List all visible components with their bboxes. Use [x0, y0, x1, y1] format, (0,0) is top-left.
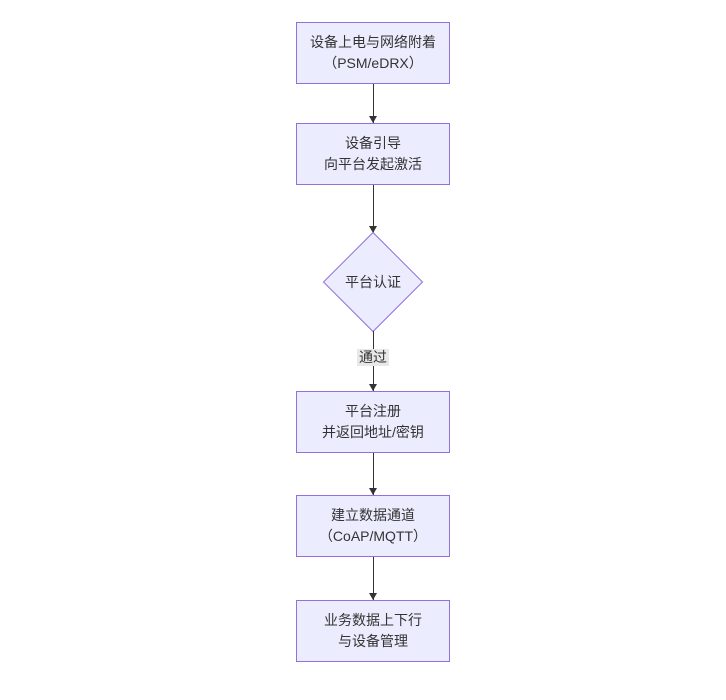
flow-arrow-down: [372, 84, 374, 123]
node-label-line: 向平台发起激活: [324, 156, 422, 172]
flow-arrow-down: [372, 557, 374, 600]
node-label-line: 设备引导: [345, 135, 401, 151]
node-label-line: （CoAP/MQTT）: [318, 528, 428, 544]
flow-node-business-data: 业务数据上下行 与设备管理: [296, 600, 450, 662]
flow-arrow-down-pass: 通过: [357, 331, 389, 391]
node-label-line: 并返回地址/密钥: [322, 424, 424, 440]
flow-node-bootstrap: 设备引导 向平台发起激活: [296, 123, 450, 185]
node-label-line: 平台认证: [345, 274, 401, 290]
flow-node-data-channel: 建立数据通道 （CoAP/MQTT）: [296, 495, 450, 557]
flowchart-column: 设备上电与网络附着 （PSM/eDRX） 设备引导 向平台发起激活 平台认证 通…: [0, 0, 726, 662]
edge-label-pass: 通过: [357, 349, 389, 366]
node-label-line: 业务数据上下行: [324, 612, 422, 628]
flow-node-platform-register: 平台注册 并返回地址/密钥: [296, 391, 450, 453]
node-label-line: 设备上电与网络附着: [310, 34, 436, 50]
flow-node-platform-auth-decision: 平台认证: [322, 231, 424, 333]
flow-arrow-down: [372, 185, 374, 233]
flow-arrow-down: [372, 453, 374, 495]
node-label-line: 与设备管理: [338, 633, 408, 649]
node-label-line: （PSM/eDRX）: [323, 55, 423, 71]
flow-node-power-attach: 设备上电与网络附着 （PSM/eDRX）: [296, 22, 450, 84]
node-label-line: 平台注册: [345, 403, 401, 419]
node-label-line: 建立数据通道: [331, 507, 415, 523]
